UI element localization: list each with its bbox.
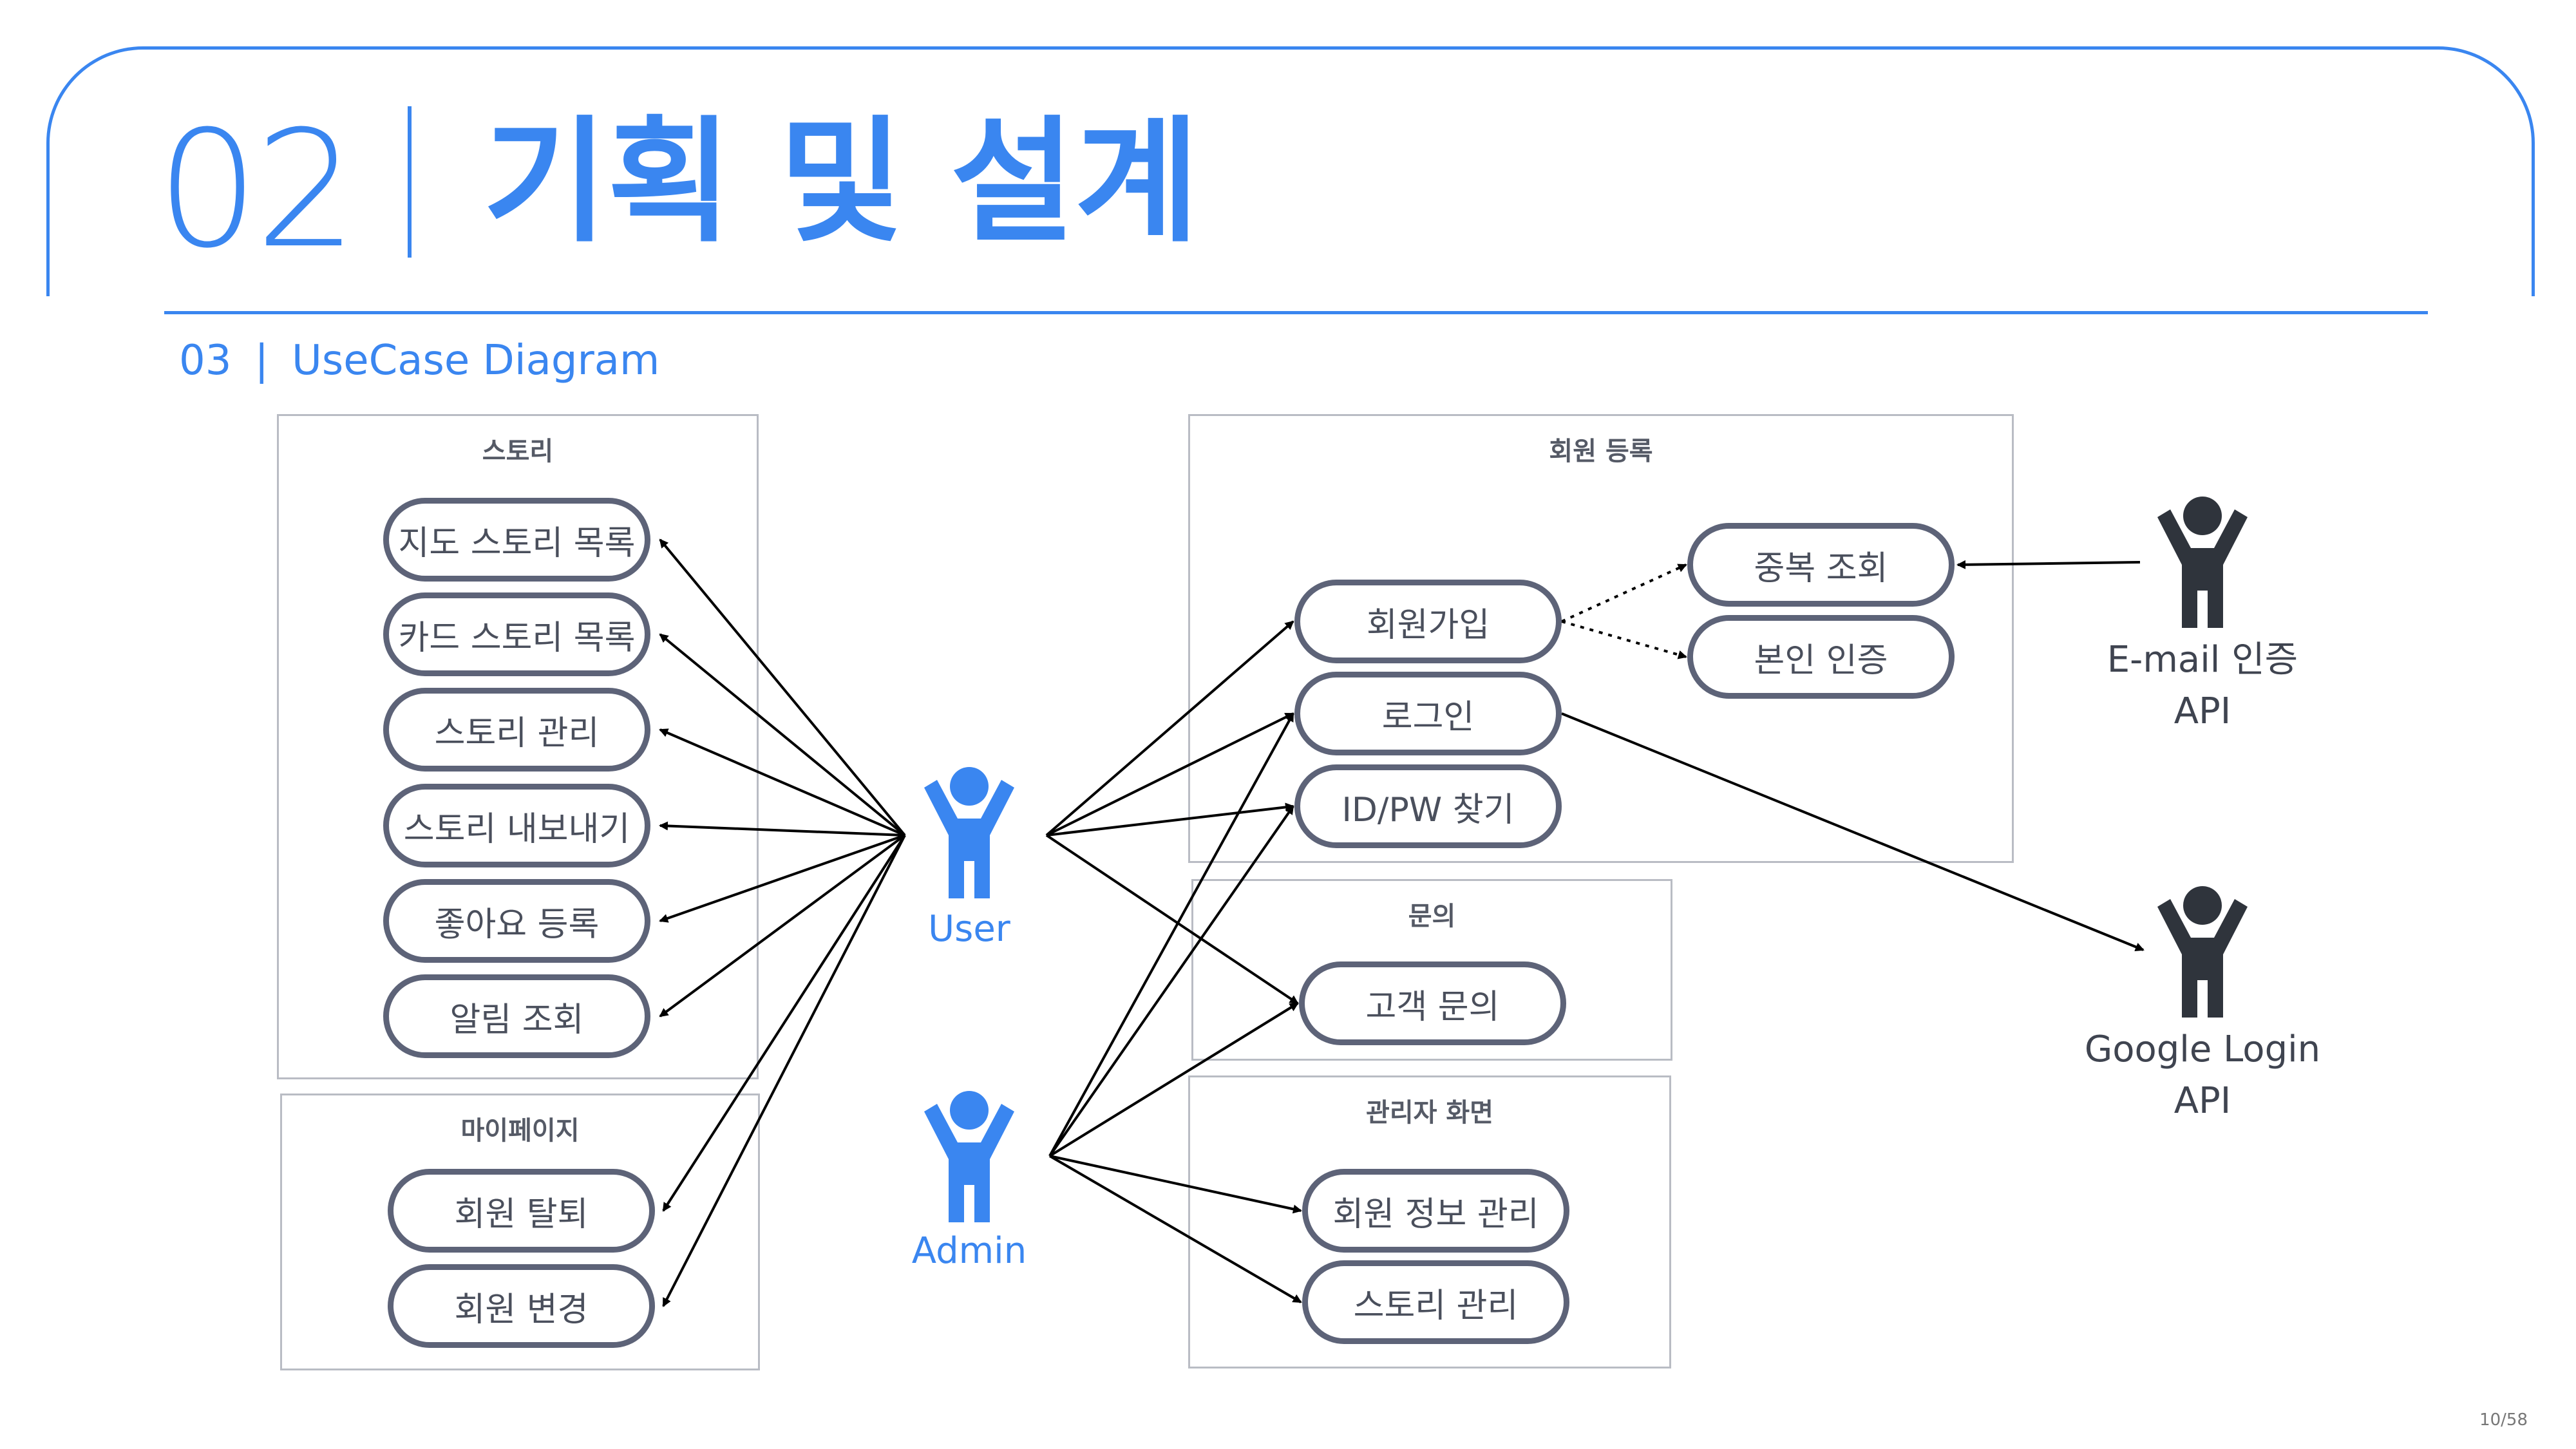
- member-group-box: 회원 등록: [1188, 414, 2014, 863]
- usecase-identity-verify[interactable]: 본인 인증: [1687, 615, 1955, 699]
- header-divider: [164, 311, 2428, 314]
- line-user-map-story: [659, 538, 906, 837]
- usecase-customer-inquiry[interactable]: 고객 문의: [1299, 961, 1566, 1045]
- usecase-member-info-manage[interactable]: 회원 정보 관리: [1302, 1169, 1569, 1253]
- line-user-notification: [659, 834, 906, 1018]
- subheader-separator: |: [254, 337, 269, 384]
- usecase-duplicate-check[interactable]: 중복 조회: [1687, 523, 1955, 607]
- usecase-admin-story-manage[interactable]: 스토리 관리: [1302, 1260, 1569, 1344]
- header-frame: [46, 46, 2535, 317]
- usecase-member-change[interactable]: 회원 변경: [388, 1264, 655, 1348]
- admin-actor-icon: [918, 1087, 1021, 1232]
- user-actor-label: User: [928, 908, 1010, 950]
- usecase-member-withdraw[interactable]: 회원 탈퇴: [388, 1169, 655, 1253]
- admin-screen-group-box: 관리자 화면: [1188, 1075, 1671, 1368]
- member-group-title: 회원 등록: [1549, 437, 1653, 466]
- subheader-label: UseCase Diagram: [292, 337, 660, 384]
- line-user-withdraw: [662, 834, 906, 1212]
- usecase-like-register[interactable]: 좋아요 등록: [383, 879, 650, 963]
- line-user-story-export: [659, 821, 905, 837]
- inquiry-group-box: 문의: [1191, 879, 1672, 1061]
- story-group-box: 스토리: [277, 414, 759, 1079]
- usecase-map-story-list[interactable]: 지도 스토리 목록: [383, 498, 650, 582]
- line-admin-member-info: [1049, 1155, 1302, 1214]
- google-api-label-line2: API: [2174, 1080, 2231, 1122]
- line-user-login: [1046, 712, 1294, 837]
- user-actor-icon: [918, 763, 1021, 908]
- usecase-login[interactable]: 로그인: [1294, 672, 1562, 755]
- email-api-actor-label: E-mail 인증 API: [2067, 634, 2338, 737]
- line-admin-find: [1048, 805, 1294, 1157]
- subheader: 03 | UseCase Diagram: [179, 337, 659, 384]
- google-api-label-line1: Google Login: [2084, 1028, 2321, 1070]
- usecase-card-story-list[interactable]: 카드 스토리 목록: [383, 592, 650, 676]
- line-user-member-change: [662, 835, 906, 1307]
- line-user-story-manage: [659, 728, 905, 837]
- usecase-story-export[interactable]: 스토리 내보내기: [383, 784, 650, 867]
- line-signup-duplicate: [1561, 564, 1687, 623]
- usecase-notification-view[interactable]: 알림 조회: [383, 974, 650, 1058]
- line-admin-story-manage: [1048, 1155, 1302, 1303]
- line-admin-inquiry: [1048, 1002, 1299, 1157]
- usecase-find-id-pw[interactable]: ID/PW 찾기: [1294, 764, 1562, 848]
- line-user-inquiry: [1045, 834, 1299, 1005]
- header-frame-mask: [0, 296, 2576, 335]
- line-admin-login: [1048, 712, 1294, 1157]
- subheader-number: 03: [179, 337, 232, 384]
- google-api-actor-icon: [2151, 882, 2254, 1027]
- email-api-actor-icon: [2151, 493, 2254, 638]
- mypage-group-title: 마이페이지: [460, 1116, 580, 1146]
- usecase-signup[interactable]: 회원가입: [1294, 580, 1562, 663]
- line-user-card-story: [659, 633, 906, 837]
- title-separator: [408, 106, 412, 258]
- line-user-find: [1046, 802, 1294, 837]
- admin-screen-group-title: 관리자 화면: [1366, 1098, 1493, 1128]
- usecase-story-manage[interactable]: 스토리 관리: [383, 688, 650, 772]
- line-user-like: [659, 834, 905, 923]
- email-api-label-line1: E-mail 인증: [2107, 639, 2298, 681]
- story-group-title: 스토리: [482, 437, 554, 466]
- line-signup-verify: [1561, 620, 1687, 659]
- google-api-actor-label: Google Login API: [2067, 1024, 2338, 1127]
- email-api-label-line2: API: [2174, 690, 2231, 732]
- inquiry-group-title: 문의: [1408, 902, 1456, 931]
- mypage-group-box: 마이페이지: [280, 1094, 760, 1370]
- section-number: 02: [156, 96, 357, 283]
- line-login-google: [1561, 712, 2145, 951]
- page-number: 10/58: [2479, 1410, 2528, 1430]
- page-title: 기획 및 설계: [483, 103, 1200, 261]
- line-user-signup: [1045, 620, 1294, 837]
- admin-actor-label: Admin: [911, 1230, 1027, 1272]
- line-email-duplicate: [1956, 560, 2141, 569]
